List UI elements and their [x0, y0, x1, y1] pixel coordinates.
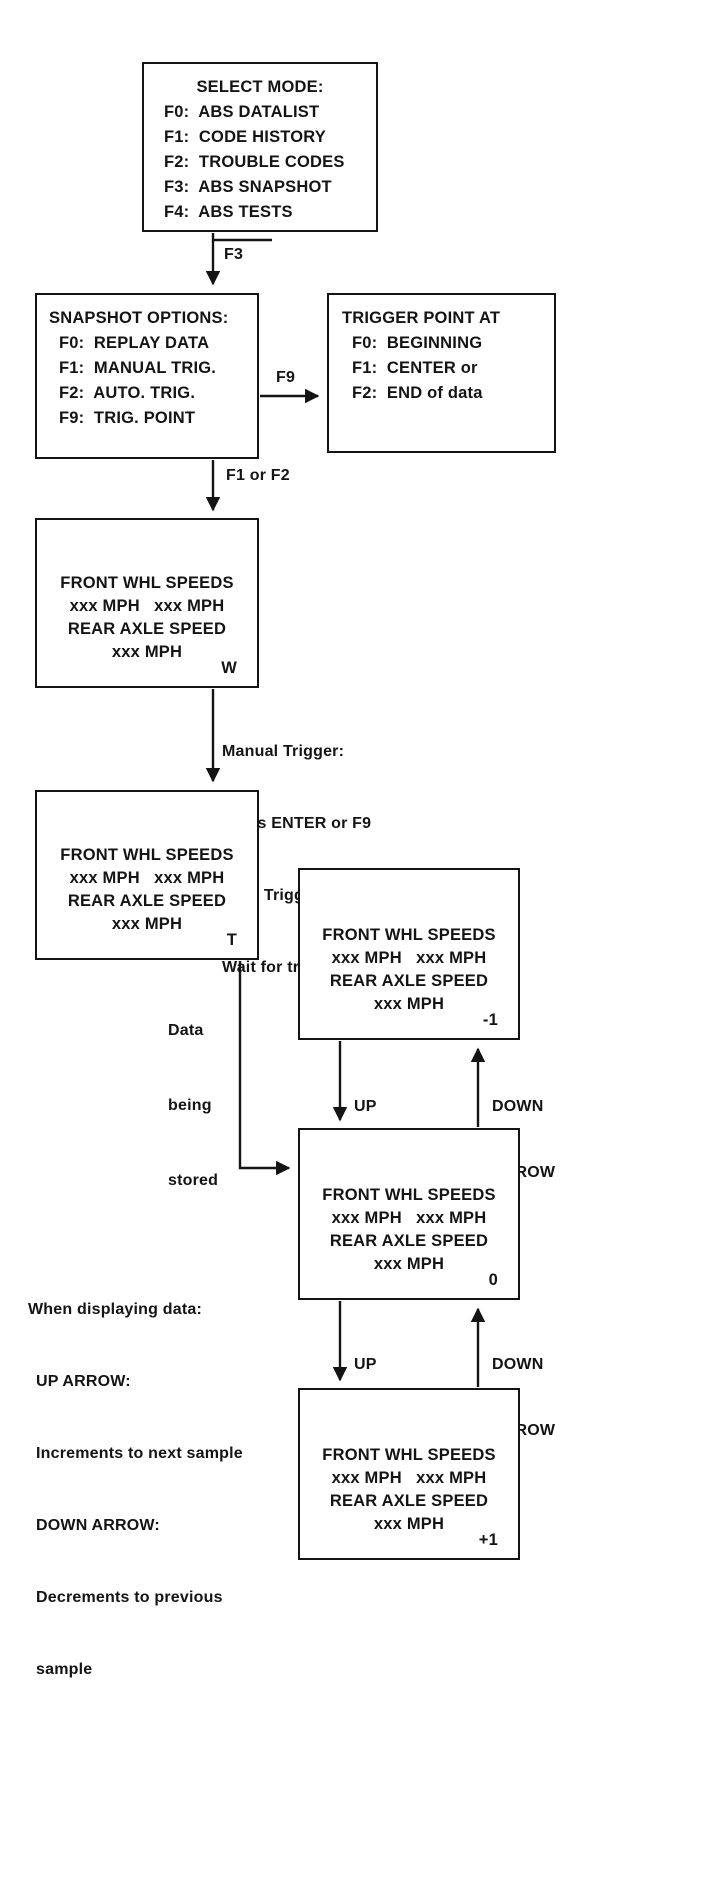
menu-item-f0: F0: REPLAY DATA: [59, 334, 210, 352]
speed-line: xxx MPH: [373, 995, 445, 1013]
speed-line: xxx MPH: [111, 915, 183, 933]
note-line: Press ENTER or F9: [222, 815, 372, 832]
sample-minus-one-box: FRONT WHL SPEEDS xxx MPH xxx MPH REAR AX…: [298, 868, 520, 1040]
menu-item-f2: F2: END of data: [352, 384, 483, 402]
sample-zero-box: FRONT WHL SPEEDS xxx MPH xxx MPH REAR AX…: [298, 1128, 520, 1300]
label-line: UP: [354, 1356, 377, 1373]
snapshot-options-box: SNAPSHOT OPTIONS: F0: REPLAY DATA F1: MA…: [35, 293, 259, 459]
speed-line: xxx MPH: [111, 643, 183, 661]
edge-label-f1-or-f2: F1 or F2: [226, 467, 290, 484]
menu-item-f1: F1: CENTER or: [352, 359, 478, 377]
note-line: Increments to next sample: [36, 1445, 243, 1462]
note-line: When displaying data:: [28, 1301, 202, 1318]
speed-line: REAR AXLE SPEED: [329, 972, 489, 990]
speed-readout: FRONT WHL SPEEDS xxx MPH xxx MPH REAR AX…: [300, 1444, 518, 1536]
note-line: UP ARROW:: [36, 1373, 131, 1390]
speed-readout: FRONT WHL SPEEDS xxx MPH xxx MPH REAR AX…: [300, 924, 518, 1016]
speed-line: xxx MPH xxx MPH: [331, 1209, 487, 1227]
speed-line: REAR AXLE SPEED: [329, 1492, 489, 1510]
note-line: Manual Trigger:: [222, 743, 345, 760]
note-line: sample: [36, 1661, 93, 1678]
speed-line: FRONT WHL SPEEDS: [322, 1186, 496, 1204]
data-stored-label: Data being stored: [168, 968, 218, 1243]
speed-line: xxx MPH xxx MPH: [69, 597, 225, 615]
label-line: being: [168, 1097, 212, 1114]
trigger-point-box: TRIGGER POINT AT F0: BEGINNING F1: CENTE…: [327, 293, 556, 453]
menu-item-f9: F9: TRIG. POINT: [59, 409, 196, 427]
speed-line: FRONT WHL SPEEDS: [60, 574, 234, 592]
note-line: DOWN ARROW:: [36, 1517, 160, 1534]
sample-index-minus-one: -1: [482, 1011, 498, 1029]
speed-line: xxx MPH xxx MPH: [331, 1469, 487, 1487]
snapshot-options-title: SNAPSHOT OPTIONS:: [49, 309, 229, 327]
speed-line: xxx MPH: [373, 1255, 445, 1273]
trigger-point-title: TRIGGER POINT AT: [342, 309, 501, 327]
menu-item-f2: F2: AUTO. TRIG.: [59, 384, 196, 402]
status-flag-t: T: [226, 931, 237, 949]
sample-plus-one-box: FRONT WHL SPEEDS xxx MPH xxx MPH REAR AX…: [298, 1388, 520, 1560]
select-mode-box: SELECT MODE: F0: ABS DATALIST F1: CODE H…: [142, 62, 378, 232]
status-flag-w: W: [221, 659, 237, 677]
arrow-usage-note: When displaying data: UP ARROW: Incremen…: [28, 1250, 243, 1730]
edge-label-f9: F9: [276, 369, 296, 386]
menu-item-f2: F2: TROUBLE CODES: [164, 153, 345, 171]
trigger-display-box: FRONT WHL SPEEDS xxx MPH xxx MPH REAR AX…: [35, 790, 259, 960]
speed-line: REAR AXLE SPEED: [329, 1232, 489, 1250]
menu-item-f0: F0: BEGINNING: [352, 334, 483, 352]
select-mode-title: SELECT MODE:: [196, 78, 324, 96]
menu-item-f1: F1: MANUAL TRIG.: [59, 359, 217, 377]
label-line: stored: [168, 1172, 219, 1189]
menu-item-f4: F4: ABS TESTS: [164, 203, 293, 221]
sample-index-zero: 0: [488, 1271, 498, 1289]
speed-line: xxx MPH xxx MPH: [331, 949, 487, 967]
speed-line: FRONT WHL SPEEDS: [322, 1446, 496, 1464]
edge-label-f3: F3: [224, 246, 244, 263]
note-line: Decrements to previous: [36, 1589, 223, 1606]
speed-readout: FRONT WHL SPEEDS xxx MPH xxx MPH REAR AX…: [300, 1184, 518, 1276]
speed-readout: FRONT WHL SPEEDS xxx MPH xxx MPH REAR AX…: [37, 572, 257, 664]
menu-item-f0: F0: ABS DATALIST: [164, 103, 320, 121]
sample-index-plus-one: +1: [478, 1531, 498, 1549]
speed-line: FRONT WHL SPEEDS: [322, 926, 496, 944]
label-line: DOWN: [492, 1098, 544, 1115]
menu-item-f1: F1: CODE HISTORY: [164, 128, 327, 146]
speed-readout: FRONT WHL SPEEDS xxx MPH xxx MPH REAR AX…: [37, 844, 257, 936]
speed-line: xxx MPH xxx MPH: [69, 869, 225, 887]
label-line: Data: [168, 1022, 204, 1039]
speed-line: REAR AXLE SPEED: [67, 620, 227, 638]
label-line: UP: [354, 1098, 377, 1115]
speed-line: xxx MPH: [373, 1515, 445, 1533]
wait-display-box: FRONT WHL SPEEDS xxx MPH xxx MPH REAR AX…: [35, 518, 259, 688]
menu-item-f3: F3: ABS SNAPSHOT: [164, 178, 332, 196]
speed-line: FRONT WHL SPEEDS: [60, 846, 234, 864]
label-line: DOWN: [492, 1356, 544, 1373]
speed-line: REAR AXLE SPEED: [67, 892, 227, 910]
